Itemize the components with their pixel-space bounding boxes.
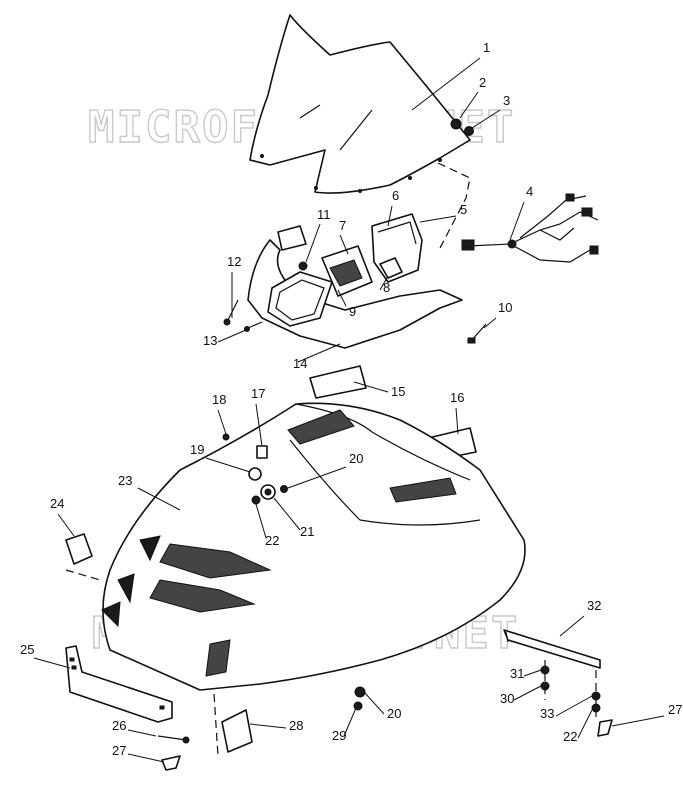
callout-c29: 29 [332,728,346,743]
screw-10 [467,323,487,344]
callout-c12: 12 [227,254,241,269]
callout-c14: 14 [293,356,307,371]
headlight-bucket [371,213,423,283]
decal-15 [309,365,367,399]
callout-c5: 5 [460,202,467,217]
leader-lines [33,57,665,763]
bracket-25 [65,645,173,723]
callout-c7: 7 [339,218,346,233]
pad-24 [65,533,93,565]
callout-c15: 15 [391,384,405,399]
nut-and-washer [450,118,474,136]
callout-c11: 11 [317,207,331,222]
callout-c28: 28 [289,718,303,733]
hood [101,402,526,691]
pad-28 [221,709,253,753]
callout-c24: 24 [50,496,64,511]
callout-c27: 27 [112,743,126,758]
callout-c31: 31 [510,666,524,681]
callout-c8: 8 [383,280,390,295]
fasteners-29-20 [353,686,366,711]
callout-c6: 6 [392,188,399,203]
callout-c25: 25 [20,642,34,657]
callout-c2: 2 [479,75,486,90]
screw-11 [298,261,308,271]
windshield [249,14,471,194]
bolt-12 [223,299,239,326]
callout-c22b: 22 [563,729,577,744]
callout-c13: 13 [203,333,217,348]
callout-c17: 17 [251,386,265,401]
bracket-32 [503,629,601,669]
callout-c18: 18 [212,392,226,407]
callout-c30: 30 [500,691,514,706]
wiring-harness [461,193,599,263]
callout-c22: 22 [265,533,279,548]
callout-c16: 16 [450,390,464,405]
callout-c20: 20 [349,451,363,466]
bolt-26 [157,735,190,744]
callout-c33: 33 [540,706,554,721]
callout-c10: 10 [498,300,512,315]
fasteners-right [540,665,613,737]
callout-c19: 19 [190,442,204,457]
callout-c23: 23 [118,473,132,488]
callout-c26: 26 [112,718,126,733]
callout-c3: 3 [503,93,510,108]
callout-c21: 21 [300,524,314,539]
callout-c1: 1 [483,40,490,55]
callout-c32: 32 [587,598,601,613]
callout-c4: 4 [526,184,533,199]
screw-13 [244,321,263,332]
headlight-lens [267,271,333,327]
callout-c20b: 20 [387,706,401,721]
callout-c27b: 27 [668,702,682,717]
callout-c9: 9 [349,304,356,319]
clip-27 [161,755,181,771]
